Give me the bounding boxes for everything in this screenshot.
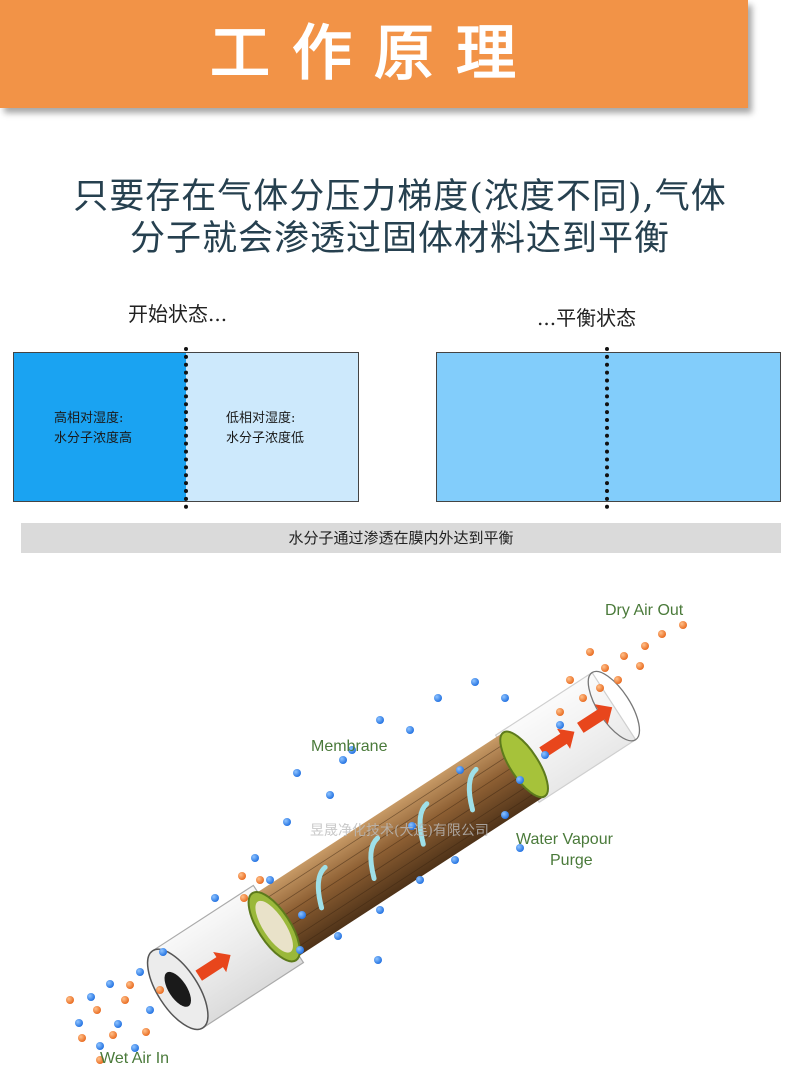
membrane-dryer-diagram: Dry Air Out Membrane Water Vapour Purge …	[66, 602, 687, 1067]
equilibrium-state-label: ...平衡状态	[537, 306, 637, 330]
high-humidity-line-1: 高相对湿度:	[54, 411, 124, 426]
headline-line-2: 分子就会渗透过固体材料达到平衡	[129, 219, 670, 259]
water-vapour-label: Water Vapour	[516, 831, 614, 848]
page-title: 工作原理	[210, 19, 538, 89]
air-molecules	[66, 621, 687, 1064]
low-humidity-text: 低相对湿度: 水分子浓度低	[226, 409, 304, 449]
dry-air-out-label: Dry Air Out	[605, 602, 684, 619]
hollow-fiber-bundle	[253, 731, 547, 959]
membrane-divider	[184, 347, 188, 509]
inlet-port	[164, 971, 192, 1007]
membrane-divider	[605, 347, 609, 509]
airflow-arrows	[195, 704, 613, 981]
title-banner	[0, 0, 748, 108]
outlet-end-cap	[499, 730, 549, 799]
wet-air-in-label: Wet Air In	[100, 1050, 169, 1067]
high-humidity-zone: 高相对湿度: 水分子浓度高	[14, 353, 186, 501]
low-humidity-line-1: 低相对湿度:	[226, 411, 296, 426]
watermark: 昱晟净化技术(大连)有限公司	[310, 823, 489, 839]
inlet-fiber-face	[255, 900, 293, 953]
low-humidity-line-2: 水分子浓度低	[226, 431, 305, 446]
purge-label: Purge	[550, 852, 593, 869]
membrane-cartridge	[146, 670, 641, 1031]
start-state-panel: 高相对湿度: 水分子浓度高 低相对湿度: 水分子浓度低	[13, 347, 359, 509]
water-molecules	[75, 678, 564, 1052]
headline-line-1: 只要存在气体分压力梯度(浓度不同),气体	[73, 177, 727, 217]
low-humidity-zone: 低相对湿度: 水分子浓度低	[186, 353, 358, 501]
permeation-arrows	[315, 766, 479, 911]
high-humidity-text: 高相对湿度: 水分子浓度高	[54, 409, 132, 449]
high-humidity-line-2: 水分子浓度高	[54, 431, 133, 446]
membrane-label: Membrane	[311, 738, 388, 755]
equilibrium-state-panel	[436, 347, 781, 509]
caption-bar: 水分子通过渗透在膜内外达到平衡	[21, 523, 781, 553]
start-state-label: 开始状态...	[128, 302, 228, 326]
